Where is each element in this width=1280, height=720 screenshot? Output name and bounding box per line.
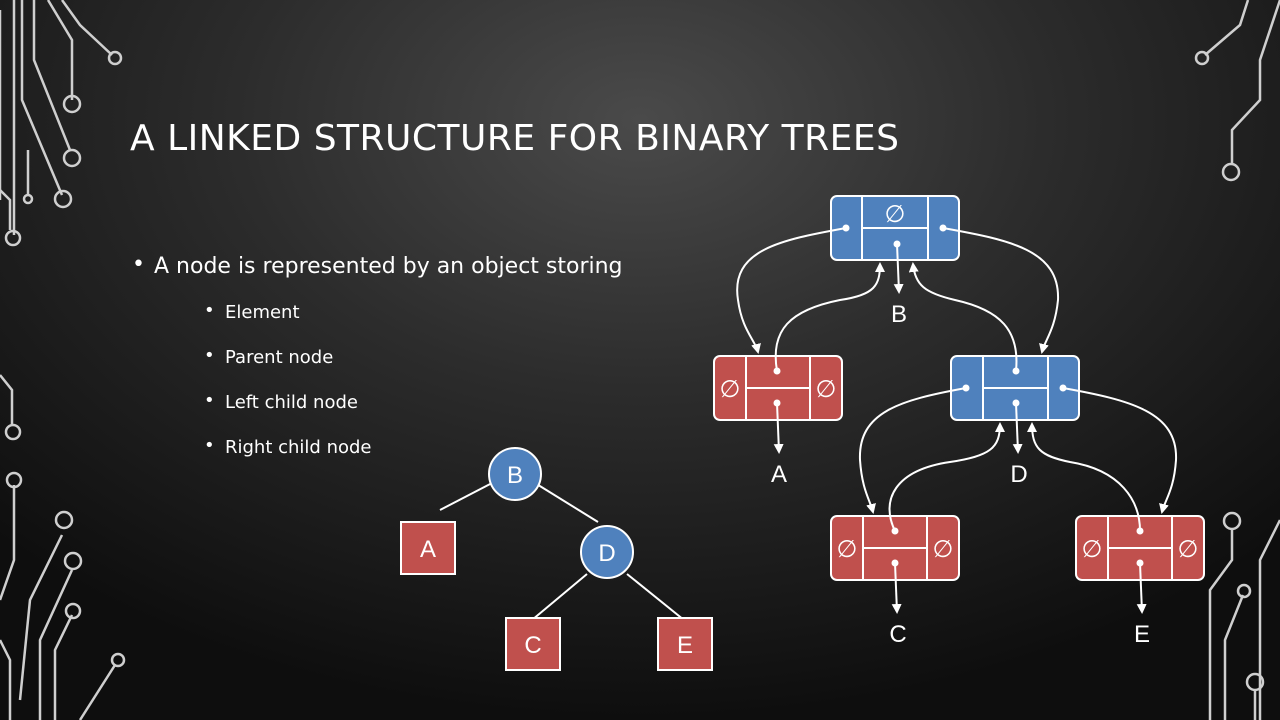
linked-node-d — [950, 355, 1080, 421]
tree-node-b: B — [488, 447, 542, 501]
sub-bullet-list: Element Parent node Left child node Righ… — [154, 288, 623, 470]
circuit-lines-left — [0, 0, 117, 720]
sub-bullet-left-child: Left child node — [154, 378, 623, 425]
element-labels: B A D C E — [771, 301, 1150, 648]
element-label-c: C — [889, 621, 906, 648]
tree-leaf-c: C — [505, 617, 561, 671]
element-label-b: B — [891, 301, 907, 328]
sub-bullet-element: Element — [154, 288, 623, 335]
linked-node-b: ∅ — [830, 195, 960, 261]
bullet-item: A node is represented by an object stori… — [130, 246, 623, 470]
tree-node-d: D — [580, 525, 634, 579]
bullet-list: A node is represented by an object stori… — [130, 246, 623, 470]
null-symbol: ∅ — [720, 376, 741, 403]
pointer-arrows — [736, 227, 1178, 614]
svg-text:B: B — [507, 462, 523, 489]
circuit-nodes-left — [4, 50, 126, 668]
null-symbol: ∅ — [933, 536, 954, 563]
svg-text:A: A — [420, 536, 436, 563]
sub-bullet-right-child: Right child node — [154, 423, 623, 470]
svg-text:E: E — [677, 632, 693, 659]
linked-node-c: ∅ ∅ — [830, 515, 960, 581]
tree-edges — [439, 481, 685, 621]
svg-text:C: C — [524, 632, 541, 659]
null-symbol: ∅ — [885, 201, 906, 228]
slide-title: A LINKED STRUCTURE FOR BINARY TREES — [130, 118, 900, 159]
tree-leaf-a: A — [400, 521, 456, 575]
element-label-a: A — [771, 461, 787, 488]
element-label-d: D — [1010, 461, 1027, 488]
circuit-lines-right — [1204, 0, 1280, 720]
sub-bullet-parent-node: Parent node — [154, 333, 623, 380]
svg-text:D: D — [598, 540, 615, 567]
null-symbol: ∅ — [837, 536, 858, 563]
null-symbol: ∅ — [816, 376, 837, 403]
null-symbol: ∅ — [1178, 536, 1199, 563]
bullet-text: A node is represented by an object stori… — [154, 254, 623, 279]
null-symbol: ∅ — [1082, 536, 1103, 563]
tree-leaf-e: E — [657, 617, 713, 671]
linked-node-e: ∅ ∅ — [1075, 515, 1205, 581]
element-label-e: E — [1134, 621, 1150, 648]
circuit-nodes-right — [1194, 50, 1265, 692]
linked-node-a: ∅ ∅ — [713, 355, 843, 421]
